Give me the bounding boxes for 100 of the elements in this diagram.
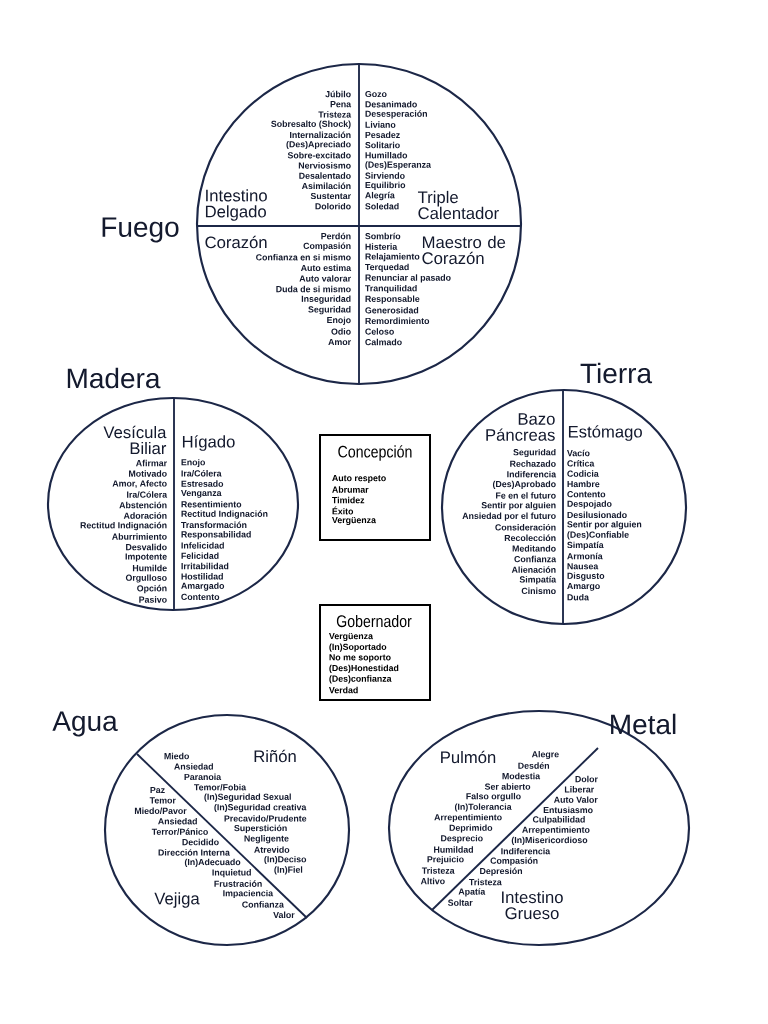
emotion-word: Soltar bbox=[448, 899, 473, 906]
emotion-word: Desilusionado bbox=[567, 511, 627, 519]
emotion-word: Resentimiento bbox=[181, 500, 242, 508]
emotion-word: (In)Seguridad Sexual bbox=[204, 793, 291, 802]
emotion-word: Timidez bbox=[332, 496, 365, 504]
emotion-word: Consideración bbox=[495, 523, 556, 531]
emotion-word: Internalización bbox=[290, 131, 351, 139]
emotion-word: Júbilo bbox=[325, 90, 351, 98]
emotion-word: Culpabilidad bbox=[532, 816, 585, 825]
emotion-word: Ansiedad bbox=[158, 818, 197, 825]
emotion-word: Solitario bbox=[365, 141, 400, 149]
emotion-word: Humillado bbox=[365, 151, 408, 159]
emotion-word: Sentir por alguien bbox=[481, 501, 556, 511]
emotion-word: Desprecio bbox=[441, 834, 483, 844]
emotion-word: Perdón bbox=[321, 232, 351, 240]
emotion-word: Dolor bbox=[575, 775, 598, 783]
emotion-word: Arrepentimiento bbox=[434, 813, 502, 823]
emotion-word: Miedo bbox=[164, 752, 189, 760]
emotion-word: Desvalido bbox=[126, 543, 167, 551]
organ-name: Riñón bbox=[254, 749, 296, 763]
element-name: Metal bbox=[611, 713, 676, 735]
emotion-word: Contento bbox=[181, 593, 220, 600]
emotion-word: (In)Misericordioso bbox=[511, 836, 588, 845]
organ-name: Hígado bbox=[182, 435, 235, 451]
emotion-word: Tranquilidad bbox=[365, 284, 417, 294]
emotion-word: Histeria bbox=[365, 243, 398, 250]
emotion-word: Codicia bbox=[567, 470, 599, 477]
emotion-word: Simpatía bbox=[519, 576, 557, 585]
emotion-word: Adoración bbox=[123, 512, 167, 519]
emotion-word: Liberar bbox=[564, 786, 595, 793]
emotion-word: Dirección Interna bbox=[158, 849, 230, 856]
element-name: Agua bbox=[52, 711, 118, 737]
emotion-word: Impotente bbox=[125, 553, 167, 562]
emotion-word: Atrevido bbox=[254, 846, 290, 853]
emotion-word: Amargado bbox=[181, 582, 225, 591]
emotion-word: Indiferencia bbox=[507, 470, 557, 478]
emotion-word: Tristeza bbox=[421, 867, 455, 874]
emotion-word: Rechazado bbox=[510, 460, 556, 467]
emotion-word: Inquietud bbox=[212, 869, 251, 878]
emotion-word: Generosidad bbox=[365, 306, 419, 314]
emotion-word: Ansiedad bbox=[174, 763, 213, 770]
emotion-word: Responsable bbox=[365, 295, 420, 304]
emotion-word: Negligente bbox=[244, 835, 289, 844]
emotion-word: (Des)confianza bbox=[329, 675, 392, 684]
emotion-word: Sustentar bbox=[310, 192, 351, 200]
emotion-word: Disgusto bbox=[567, 572, 605, 581]
emotion-word: Temor/Fobia bbox=[194, 783, 247, 791]
emotion-word: Opción bbox=[137, 584, 167, 594]
emotion-word: Sobresalto (Shock) bbox=[271, 120, 351, 129]
emotion-word: Deprimido bbox=[449, 824, 493, 833]
emotion-word: Soledad bbox=[365, 202, 399, 210]
emotion-word: Valor bbox=[273, 911, 295, 919]
emotion-word: No me soporto bbox=[329, 654, 391, 663]
emotion-word: Confianza en si mismo bbox=[256, 253, 351, 261]
organ-name: Intestino Grueso bbox=[502, 890, 563, 920]
emotion-word: Compasión bbox=[303, 242, 351, 251]
emotion-word: Abrumar bbox=[332, 486, 369, 493]
emotion-word: Terquedad bbox=[365, 263, 409, 272]
emotion-word: Enojo bbox=[181, 458, 206, 468]
emotion-word: Rectitud Indignación bbox=[80, 521, 167, 531]
organ-name: Bazo Páncreas bbox=[486, 413, 555, 441]
element-name: Tierra bbox=[580, 362, 653, 384]
emotion-word: Pesadez bbox=[365, 131, 400, 139]
organ-name: Pulmón bbox=[441, 750, 496, 764]
emotion-word: (In)Deciso bbox=[264, 855, 307, 865]
emotion-word: Sobre-excitado bbox=[287, 151, 351, 159]
emotion-word: Ser abierto bbox=[484, 783, 531, 790]
emotion-word: Paz bbox=[150, 786, 165, 794]
emotion-word: (Des)Apreciado bbox=[286, 140, 351, 150]
emotion-word: Amor bbox=[328, 338, 351, 346]
emotion-word: Pena bbox=[330, 101, 352, 108]
emotion-word: Depresión bbox=[480, 867, 522, 876]
emotion-word: Confianza bbox=[514, 555, 557, 563]
emotion-word: Arrepentimiento bbox=[522, 826, 590, 835]
emotion-word: Altivo bbox=[420, 877, 445, 885]
emotion-word: Desalentado bbox=[299, 172, 351, 179]
emotion-word: Ansiedad por el futuro bbox=[462, 512, 556, 521]
emotion-word: (Des)Honestidad bbox=[329, 664, 399, 673]
emotion-word: Sentir por alguien bbox=[567, 521, 642, 530]
emotion-word: Confianza bbox=[242, 901, 284, 908]
emotion-word: Seguridad bbox=[308, 306, 351, 315]
emotion-word: Celoso bbox=[365, 328, 394, 335]
emotion-word: Estresado bbox=[181, 480, 224, 487]
emotion-word: Precavido/Prudente bbox=[224, 815, 307, 822]
emotion-word: Miedo/Pavor bbox=[134, 807, 187, 815]
emotion-word: Simpatía bbox=[567, 541, 604, 550]
emotion-word: Dolorido bbox=[315, 202, 351, 210]
emotion-word: Humildad bbox=[434, 846, 473, 853]
emotion-word: Éxito bbox=[332, 506, 354, 515]
emotion-word: Verdad bbox=[329, 686, 358, 694]
emotion-word: Despojado bbox=[567, 500, 612, 509]
emotion-word: Auto valorar bbox=[299, 275, 351, 282]
emotion-word: (Des)Confiable bbox=[567, 531, 629, 540]
emotion-word: (In)Fiel bbox=[274, 866, 303, 875]
emotion-word: Renunciar al pasado bbox=[365, 274, 451, 283]
emotion-word: Vergüenza bbox=[332, 517, 376, 525]
emotion-word: Enojo bbox=[327, 316, 351, 325]
emotion-word: Desesperación bbox=[365, 110, 427, 119]
emotion-word: Temor bbox=[149, 797, 176, 804]
emotion-word: Nerviosismo bbox=[298, 162, 351, 169]
